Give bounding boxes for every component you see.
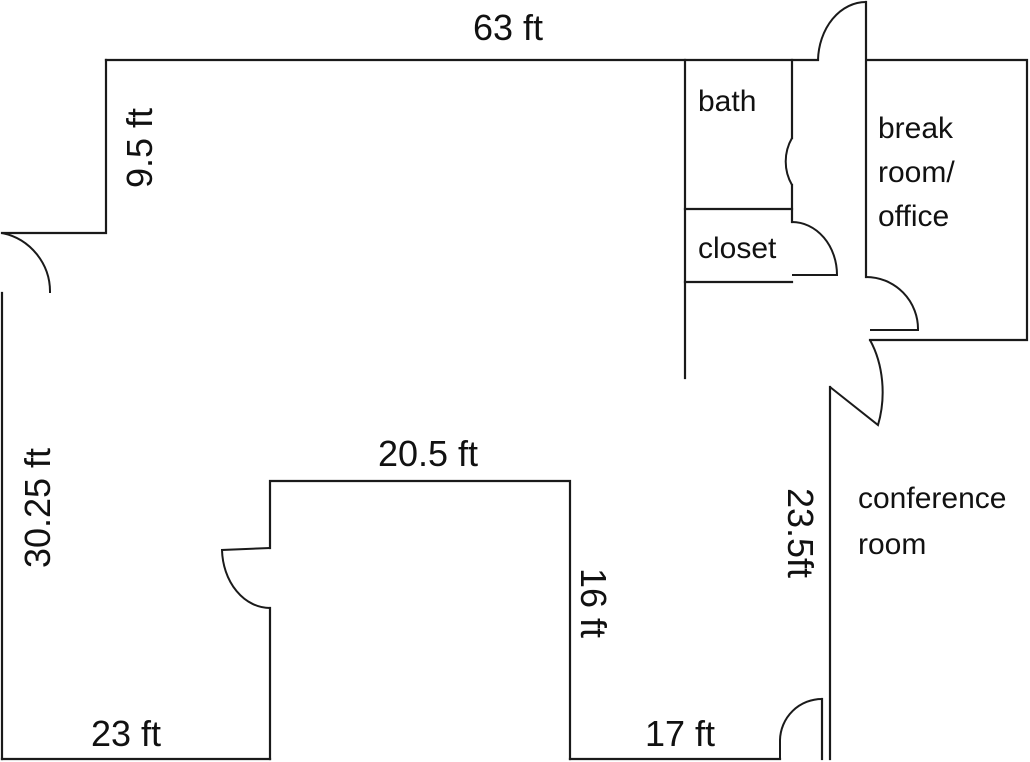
inner-width-label: 20.5 ft	[378, 433, 478, 474]
bottom-left-width-label: 23 ft	[91, 713, 161, 754]
bath-door	[784, 137, 793, 186]
right-height-label: 23.5ft	[780, 488, 821, 578]
left-height-label: 30.25 ft	[17, 448, 58, 568]
break-room-line-3: office	[878, 200, 949, 233]
conference-room-label: conference room	[858, 482, 1015, 561]
bottom-right-width-label: 17 ft	[645, 713, 715, 754]
closet-door	[791, 221, 839, 276]
upper-left-wall	[0, 58, 108, 235]
break-room-walls	[864, 0, 1029, 342]
break-room-line-1: break	[878, 112, 954, 145]
closet-label: closet	[698, 232, 777, 265]
inner-block-door	[220, 547, 271, 609]
inner-block-wall	[268, 479, 572, 761]
upper-left-height-label: 9.5 ft	[119, 108, 160, 188]
inner-height-label: 16 ft	[573, 568, 614, 638]
conference-door	[829, 339, 884, 427]
bath-label: bath	[698, 85, 756, 118]
break-room-line-2: room/	[878, 156, 955, 189]
top-width-label: 63 ft	[473, 7, 543, 48]
conference-room-line-2: room	[858, 528, 926, 561]
doors	[1, 1, 920, 759]
break-room-door	[865, 276, 920, 331]
left-door	[1, 232, 52, 294]
break-room-label: break room/ office	[878, 112, 963, 233]
top-door	[817, 1, 867, 61]
bottom-door	[779, 698, 823, 759]
conference-room-line-1: conference	[858, 482, 1006, 515]
